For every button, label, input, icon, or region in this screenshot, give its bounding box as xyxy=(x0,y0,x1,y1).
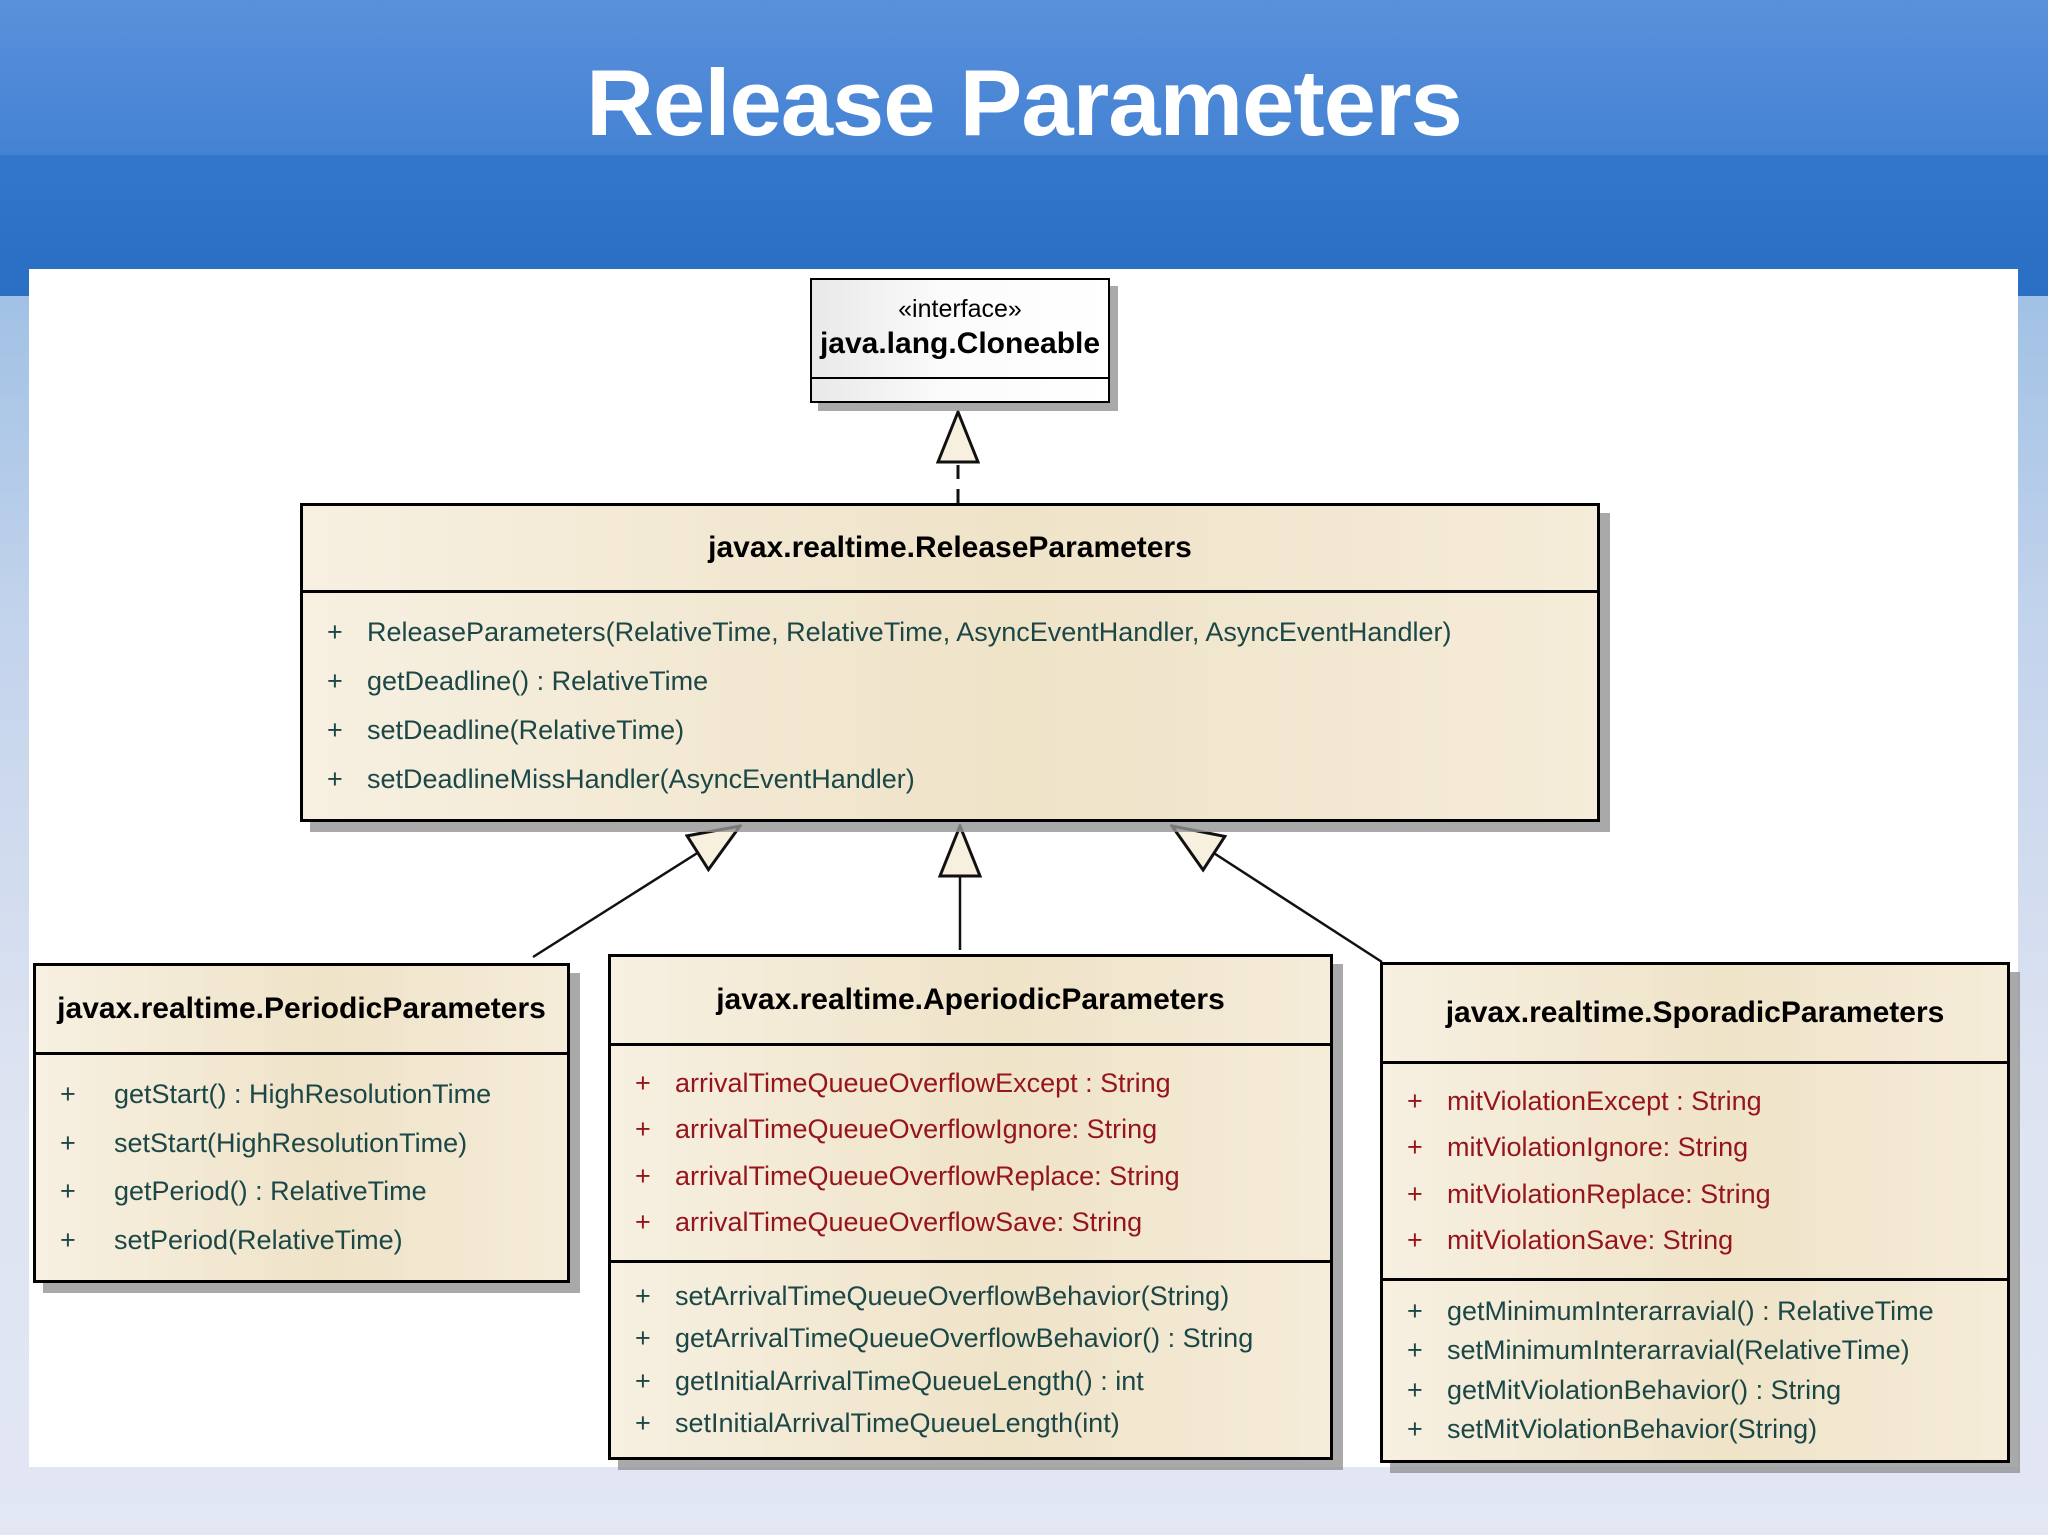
visibility-marker: + xyxy=(60,1176,76,1207)
method-text: getArrivalTimeQueueOverflowBehavior() : … xyxy=(675,1323,1254,1354)
attribute-row: + arrivalTimeQueueOverflowSave: String xyxy=(619,1207,1322,1238)
method-text: setDeadline(RelativeTime) xyxy=(367,715,685,745)
visibility-marker: + xyxy=(635,1365,651,1396)
class-title: javax.realtime.AperiodicParameters xyxy=(611,957,1330,1046)
visibility-marker: + xyxy=(1407,1178,1423,1209)
interface-name: java.lang.Cloneable xyxy=(819,327,1101,361)
uml-class-box-aperiodic-parameters: javax.realtime.AperiodicParameters + arri… xyxy=(608,954,1333,1460)
method-text: getMitViolationBehavior() : String xyxy=(1447,1374,1842,1405)
visibility-marker: + xyxy=(635,1408,651,1439)
slide-header xyxy=(0,0,2048,155)
attribute-text: mitViolationSave: String xyxy=(1447,1225,1734,1256)
interface-title: «interface» java.lang.Cloneable xyxy=(812,280,1108,379)
attributes-compartment: + arrivalTimeQueueOverflowExcept : String… xyxy=(611,1046,1330,1260)
method-row: + ReleaseParameters(RelativeTime, Relativ… xyxy=(311,617,1589,648)
method-row: + setPeriod(RelativeTime) xyxy=(44,1225,559,1256)
method-text: setPeriod(RelativeTime) xyxy=(114,1225,403,1256)
uml-class-box-sporadic-parameters: javax.realtime.SporadicParameters + mitVi… xyxy=(1380,962,2010,1463)
visibility-marker: + xyxy=(327,764,343,794)
visibility-marker: + xyxy=(327,666,343,696)
method-text: getDeadline() : RelativeTime xyxy=(367,666,709,696)
method-text: setStart(HighResolutionTime) xyxy=(114,1127,468,1158)
visibility-marker: + xyxy=(635,1323,651,1354)
attribute-row: + arrivalTimeQueueOverflowExcept : String xyxy=(619,1068,1322,1099)
attribute-row: + mitViolationExcept : String xyxy=(1391,1086,1999,1117)
generalization-arrow-periodic xyxy=(532,826,740,959)
method-row: + getArrivalTimeQueueOverflowBehavior() :… xyxy=(619,1323,1322,1354)
method-text: getMinimumInterarravial() : RelativeTime xyxy=(1447,1295,1934,1326)
method-row: + setMitViolationBehavior(String) xyxy=(1391,1414,1999,1445)
visibility-marker: + xyxy=(1407,1414,1423,1445)
method-row: + getInitialArrivalTimeQueueLength() : in… xyxy=(619,1366,1322,1397)
method-text: getStart() : HighResolutionTime xyxy=(114,1078,492,1109)
interface-empty-compartment xyxy=(812,379,1108,401)
class-title: javax.realtime.ReleaseParameters xyxy=(303,506,1597,593)
attribute-row: + arrivalTimeQueueOverflowIgnore: String xyxy=(619,1114,1322,1145)
attribute-row: + arrivalTimeQueueOverflowReplace: String xyxy=(619,1161,1322,1192)
visibility-marker: + xyxy=(635,1114,651,1145)
method-text: setInitialArrivalTimeQueueLength(int) xyxy=(675,1408,1120,1439)
attribute-text: arrivalTimeQueueOverflowExcept : String xyxy=(675,1067,1171,1098)
visibility-marker: + xyxy=(635,1067,651,1098)
method-row: + getMinimumInterarravial() : RelativeTim… xyxy=(1391,1296,1999,1327)
method-row: + setDeadlineMissHandler(AsyncEventHandle… xyxy=(311,764,1589,795)
method-text: setDeadlineMissHandler(AsyncEventHandler… xyxy=(367,764,915,794)
methods-compartment: + getMinimumInterarravial() : RelativeTim… xyxy=(1383,1278,2007,1460)
methods-compartment: + setArrivalTimeQueueOverflowBehavior(Str… xyxy=(611,1260,1330,1457)
uml-class-box-release-parameters: javax.realtime.ReleaseParameters + Releas… xyxy=(300,503,1600,822)
attribute-text: mitViolationIgnore: String xyxy=(1447,1132,1749,1163)
methods-compartment: + getStart() : HighResolutionTime + setSta… xyxy=(36,1055,567,1280)
method-row: + getPeriod() : RelativeTime xyxy=(44,1176,559,1207)
visibility-marker: + xyxy=(1407,1225,1423,1256)
visibility-marker: + xyxy=(635,1207,651,1238)
visibility-marker: + xyxy=(327,617,343,647)
visibility-marker: + xyxy=(1407,1085,1423,1116)
attribute-text: arrivalTimeQueueOverflowIgnore: String xyxy=(675,1114,1158,1145)
attribute-text: mitViolationExcept : String xyxy=(1447,1085,1762,1116)
attribute-row: + mitViolationSave: String xyxy=(1391,1225,1999,1256)
visibility-marker: + xyxy=(1407,1374,1423,1405)
attribute-row: + mitViolationIgnore: String xyxy=(1391,1132,1999,1163)
method-text: getPeriod() : RelativeTime xyxy=(114,1176,427,1207)
attribute-text: mitViolationReplace: String xyxy=(1447,1178,1771,1209)
method-row: + getMitViolationBehavior() : String xyxy=(1391,1375,1999,1406)
slide-title: Release Parameters xyxy=(586,50,1463,155)
method-row: + getDeadline() : RelativeTime xyxy=(311,666,1589,697)
visibility-marker: + xyxy=(635,1280,651,1311)
method-row: + getStart() : HighResolutionTime xyxy=(44,1079,559,1110)
class-title: javax.realtime.PeriodicParameters xyxy=(36,966,567,1055)
visibility-marker: + xyxy=(60,1225,76,1256)
generalization-arrow-sporadic xyxy=(1172,826,1383,964)
uml-class-box-periodic-parameters: javax.realtime.PeriodicParameters + getSt… xyxy=(33,963,570,1283)
visibility-marker: + xyxy=(327,715,343,745)
method-text: getInitialArrivalTimeQueueLength() : int xyxy=(675,1365,1144,1396)
method-row: + setInitialArrivalTimeQueueLength(int) xyxy=(619,1408,1322,1439)
class-title: javax.realtime.SporadicParameters xyxy=(1383,965,2007,1064)
method-row: + setStart(HighResolutionTime) xyxy=(44,1128,559,1159)
method-row: + setArrivalTimeQueueOverflowBehavior(Str… xyxy=(619,1281,1322,1312)
attribute-text: arrivalTimeQueueOverflowReplace: String xyxy=(675,1160,1180,1191)
method-row: + setDeadline(RelativeTime) xyxy=(311,715,1589,746)
methods-compartment: + ReleaseParameters(RelativeTime, Relativ… xyxy=(303,593,1597,819)
method-row: + setMinimumInterarravial(RelativeTime) xyxy=(1391,1335,1999,1366)
interface-stereotype: «interface» xyxy=(898,295,1022,324)
visibility-marker: + xyxy=(1407,1335,1423,1366)
visibility-marker: + xyxy=(60,1078,76,1109)
visibility-marker: + xyxy=(60,1127,76,1158)
method-text: setMitViolationBehavior(String) xyxy=(1447,1414,1818,1445)
visibility-marker: + xyxy=(635,1160,651,1191)
method-text: setMinimumInterarravial(RelativeTime) xyxy=(1447,1335,1910,1366)
visibility-marker: + xyxy=(1407,1295,1423,1326)
attributes-compartment: + mitViolationExcept : String + mitViolati… xyxy=(1383,1064,2007,1278)
uml-interface-box-cloneable: «interface» java.lang.Cloneable xyxy=(810,278,1110,403)
method-text: ReleaseParameters(RelativeTime, Relative… xyxy=(367,617,1452,647)
visibility-marker: + xyxy=(1407,1132,1423,1163)
method-text: setArrivalTimeQueueOverflowBehavior(Stri… xyxy=(675,1280,1230,1311)
attribute-row: + mitViolationReplace: String xyxy=(1391,1179,1999,1210)
attribute-text: arrivalTimeQueueOverflowSave: String xyxy=(675,1207,1143,1238)
